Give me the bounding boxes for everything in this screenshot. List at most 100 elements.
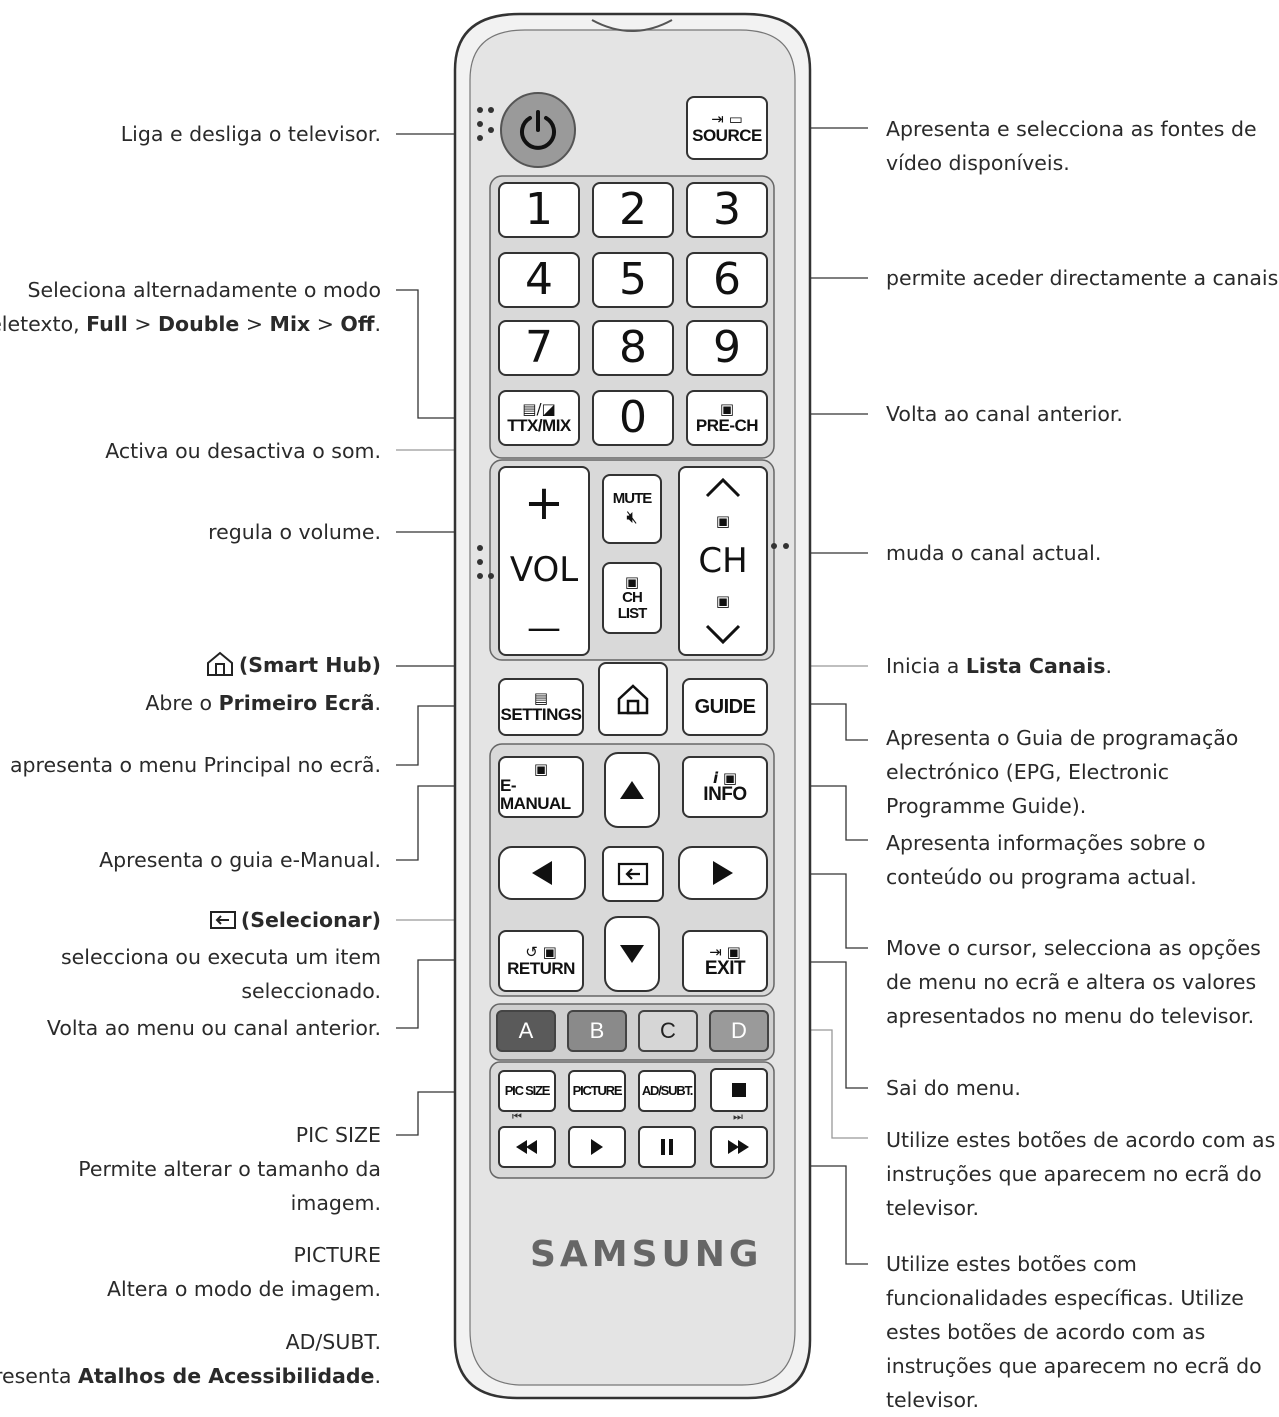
arrow-right-icon xyxy=(713,861,733,885)
previous-track-icon: ⏮ xyxy=(512,1110,522,1123)
fast-forward-button[interactable] xyxy=(710,1126,768,1168)
volume-rocker[interactable]: + VOL — xyxy=(498,466,590,656)
label-picture: PICTURE Altera o modo de imagem. xyxy=(107,1243,381,1301)
picture-button[interactable]: PICTURE xyxy=(568,1070,626,1112)
label-prech: Volta ao canal anterior. xyxy=(886,402,1123,426)
digit-0-button[interactable]: 0 xyxy=(592,390,674,446)
pre-ch-icon: ▣ xyxy=(719,400,735,418)
brand-logo: SAMSUNG xyxy=(530,1234,763,1275)
settings-icon: ▤ xyxy=(533,689,549,707)
digit-5-button[interactable]: 5 xyxy=(592,252,674,308)
power-button[interactable] xyxy=(500,92,576,168)
label-picsize: PIC SIZE Permite alterar o tamanho da im… xyxy=(78,1123,381,1215)
exit-button[interactable]: ⇥ ▣ EXIT xyxy=(682,930,768,992)
digit-label: 9 xyxy=(713,322,741,373)
digit-1-button[interactable]: 1 xyxy=(498,182,580,238)
digit-label: 1 xyxy=(525,184,553,235)
arrow-left-button[interactable] xyxy=(498,846,586,900)
fast-forward-icon xyxy=(728,1140,749,1154)
digit-6-button[interactable]: 6 xyxy=(686,252,768,308)
home-icon xyxy=(617,684,649,715)
label-arrows: Move o cursor, selecciona as opções de m… xyxy=(886,936,1261,1028)
mute-button[interactable]: MUTE 🔇︎ xyxy=(602,474,662,544)
ch-list-button[interactable]: ▣ CH LIST xyxy=(602,562,662,634)
label-guide: Apresenta o Guia de programação electrón… xyxy=(886,726,1239,818)
teletext-icon: ▤/◪ xyxy=(522,400,556,418)
color-button-a[interactable]: A xyxy=(496,1010,556,1052)
digit-label: 6 xyxy=(713,254,741,305)
play-icon xyxy=(591,1139,603,1155)
label-exit: Sai do menu. xyxy=(886,1076,1021,1100)
label-chlist: Inicia a Lista Canais. xyxy=(886,654,1112,678)
label-info: Apresenta informações sobre o conteúdo o… xyxy=(886,831,1206,889)
ttx-mix-button[interactable]: ▤/◪ TTX/MIX xyxy=(498,390,580,446)
power-icon xyxy=(520,110,556,150)
color-button-b[interactable]: B xyxy=(567,1010,627,1052)
info-icon: i ▣ xyxy=(712,769,738,787)
digit-label: 4 xyxy=(525,254,553,305)
stop-icon xyxy=(732,1083,746,1097)
e-manual-icon: ▣ xyxy=(533,760,549,778)
arrow-up-button[interactable] xyxy=(604,752,660,828)
select-button[interactable] xyxy=(602,846,664,902)
pause-button[interactable] xyxy=(638,1126,696,1168)
ad-subt-button[interactable]: AD/SUBT. xyxy=(638,1070,696,1112)
volume-up-icon: + xyxy=(523,475,565,532)
label-source: Apresenta e selecciona as fontes de víde… xyxy=(886,117,1257,175)
arrow-down-button[interactable] xyxy=(604,916,660,992)
home-button[interactable] xyxy=(598,662,668,736)
label-return: Volta ao menu ou canal anterior. xyxy=(46,1016,381,1040)
digit-label: 5 xyxy=(619,254,647,305)
next-track-icon: ⏭ xyxy=(733,1110,743,1123)
mute-icon: 🔇︎ xyxy=(626,506,638,528)
label-select: (Selecionar) selecciona ou executa um it… xyxy=(60,906,381,1003)
digit-9-button[interactable]: 9 xyxy=(686,320,768,376)
play-button[interactable] xyxy=(568,1126,626,1168)
label-power: Liga e desliga o televisor. xyxy=(120,122,381,146)
label-media-buttons: Utilize estes botões com funcionalidades… xyxy=(886,1252,1262,1412)
return-button[interactable]: ↺ ▣ RETURN xyxy=(498,930,584,992)
label-color-buttons: Utilize estes botões de acordo com as in… xyxy=(886,1128,1276,1220)
label-settings: apresenta o menu Principal no ecrã. xyxy=(9,753,381,777)
pre-ch-button[interactable]: ▣ PRE-CH xyxy=(686,390,768,446)
channel-up-icon: ▣ xyxy=(715,511,731,530)
channel-rocker[interactable]: ▣ CH ▣ xyxy=(678,466,768,656)
exit-icon: ⇥ ▣ xyxy=(709,943,741,961)
chevron-up-icon xyxy=(705,477,741,497)
digit-8-button[interactable]: 8 xyxy=(592,320,674,376)
label-ttx: Seleciona alternadamente o modo Teletext… xyxy=(0,278,381,336)
info-button[interactable]: i ▣ INFO xyxy=(682,756,768,818)
arrow-right-button[interactable] xyxy=(678,846,768,900)
ch-list-icon: ▣ xyxy=(624,573,640,591)
return-icon: ↺ ▣ xyxy=(525,943,557,961)
guide-button[interactable]: GUIDE xyxy=(682,678,768,736)
digit-label: 3 xyxy=(713,184,741,235)
home-icon xyxy=(205,650,235,686)
rewind-button[interactable] xyxy=(498,1126,556,1168)
digit-2-button[interactable]: 2 xyxy=(592,182,674,238)
color-button-d[interactable]: D xyxy=(709,1010,769,1052)
digit-4-button[interactable]: 4 xyxy=(498,252,580,308)
arrow-down-icon xyxy=(620,945,644,963)
digit-label: 2 xyxy=(619,184,647,235)
label-numbers: permite aceder directamente a canais. xyxy=(886,266,1279,290)
digit-3-button[interactable]: 3 xyxy=(686,182,768,238)
stop-button[interactable] xyxy=(710,1068,768,1112)
arrow-up-icon xyxy=(620,781,644,799)
channel-label: CH xyxy=(698,540,748,581)
rewind-icon xyxy=(516,1140,537,1154)
pic-size-button[interactable]: PIC SIZE xyxy=(498,1070,556,1112)
digit-label: 0 xyxy=(619,392,647,443)
color-button-c[interactable]: C xyxy=(638,1010,698,1052)
label-smarthub: (Smart Hub) Abre o Primeiro Ecrã. xyxy=(145,648,381,720)
label-emanual: Apresenta o guia e-Manual. xyxy=(99,848,381,872)
source-button[interactable]: ⇥ ▭ SOURCE xyxy=(686,96,768,160)
digit-7-button[interactable]: 7 xyxy=(498,320,580,376)
select-icon xyxy=(209,906,237,940)
label-channel: muda o canal actual. xyxy=(886,541,1102,565)
select-icon xyxy=(617,862,649,886)
arrow-left-icon xyxy=(532,861,552,885)
e-manual-button[interactable]: ▣ E-MANUAL xyxy=(498,756,584,818)
label-volume: regula o volume. xyxy=(208,520,381,544)
settings-button[interactable]: ▤ SETTINGS xyxy=(498,678,584,736)
